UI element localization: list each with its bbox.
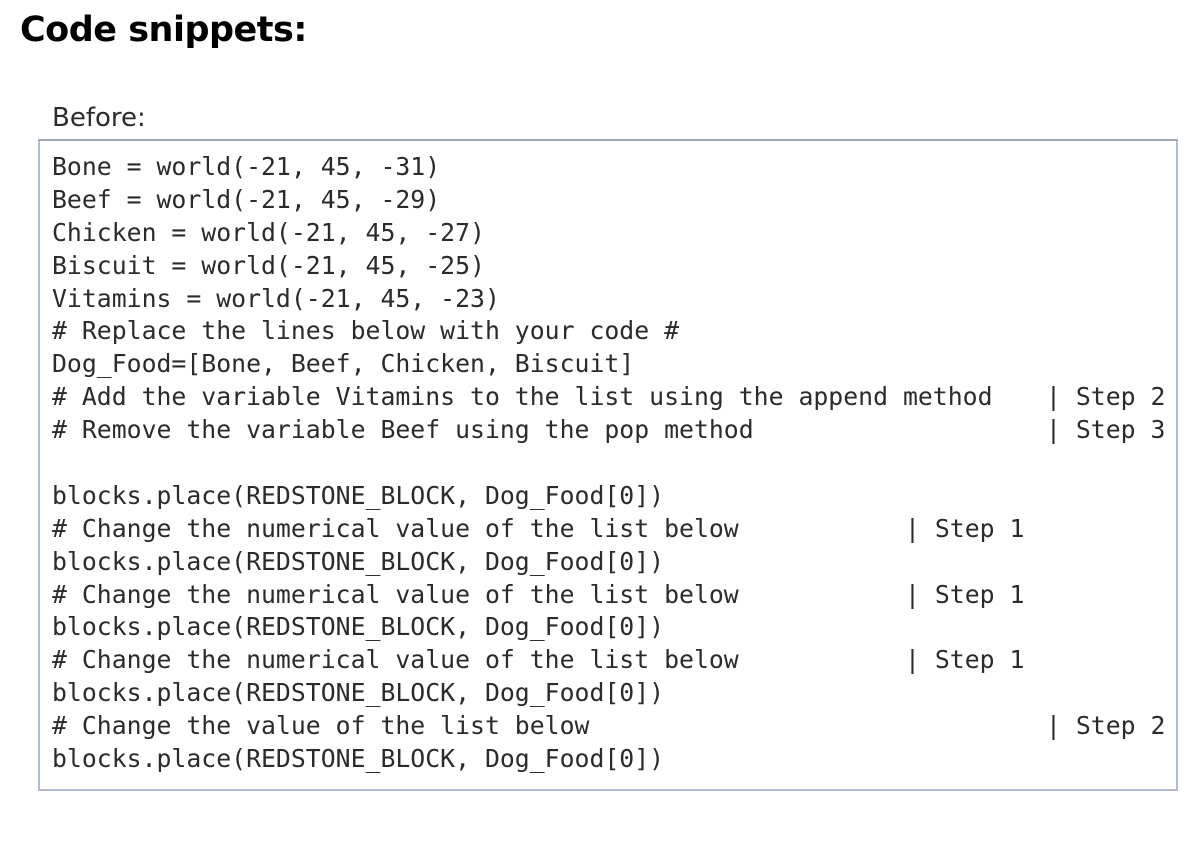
code-line: # Change the value of the list below | S… xyxy=(52,710,1168,743)
code-line-blank xyxy=(52,447,1168,480)
code-line-text: Chicken = world(-21, 45, -27) xyxy=(52,217,485,247)
code-line-text: Dog_Food=[Bone, Beef, Chicken, Biscuit] xyxy=(52,349,635,379)
code-line: # Replace the lines below with your code… xyxy=(52,315,1168,348)
section-divider xyxy=(38,139,1178,141)
code-line-text: blocks.place(REDSTONE_BLOCK, Dog_Food[0]… xyxy=(52,744,665,774)
code-line-text: # Change the value of the list below xyxy=(52,711,590,741)
code-line-text: Beef = world(-21, 45, -29) xyxy=(52,184,441,214)
code-line: blocks.place(REDSTONE_BLOCK, Dog_Food[0]… xyxy=(52,677,1168,710)
step-annotation: | Step 2 xyxy=(1046,382,1166,412)
step-annotation: | Step 1 xyxy=(905,513,1025,543)
code-line: Beef = world(-21, 45, -29) xyxy=(52,184,1168,217)
code-line-text: # Change the numerical value of the list… xyxy=(52,513,739,543)
code-line: Bone = world(-21, 45, -31) xyxy=(52,151,1168,184)
code-line: blocks.place(REDSTONE_BLOCK, Dog_Food[0]… xyxy=(52,743,1168,776)
step-annotation: | Step 2 xyxy=(1046,711,1166,741)
code-line: Biscuit = world(-21, 45, -25) xyxy=(52,250,1168,283)
code-line-text: Bone = world(-21, 45, -31) xyxy=(52,152,441,181)
code-line-text: # Add the variable Vitamins to the list … xyxy=(52,382,993,412)
code-line: Vitamins = world(-21, 45, -23) xyxy=(52,283,1168,316)
code-line-text: # Replace the lines below with your code… xyxy=(52,316,680,346)
section-label-before: Before: xyxy=(52,103,146,133)
code-line-text: # Remove the variable Beef using the pop… xyxy=(52,415,754,445)
code-line-text: blocks.place(REDSTONE_BLOCK, Dog_Food[0]… xyxy=(52,678,665,708)
code-line-text: # Change the numerical value of the list… xyxy=(52,579,739,609)
code-line-text: Vitamins = world(-21, 45, -23) xyxy=(52,283,500,313)
code-line: # Change the numerical value of the list… xyxy=(52,644,1168,677)
code-line: # Remove the variable Beef using the pop… xyxy=(52,414,1168,447)
page-title: Code snippets: xyxy=(20,10,307,50)
code-line-text: blocks.place(REDSTONE_BLOCK, Dog_Food[0]… xyxy=(52,612,665,642)
code-line: blocks.place(REDSTONE_BLOCK, Dog_Food[0]… xyxy=(52,480,1168,513)
code-line: Dog_Food=[Bone, Beef, Chicken, Biscuit] xyxy=(52,348,1168,381)
code-line-text: # Change the numerical value of the list… xyxy=(52,645,739,675)
step-annotation: | Step 1 xyxy=(905,579,1025,609)
code-line-text: Biscuit = world(-21, 45, -25) xyxy=(52,250,485,280)
code-block: Bone = world(-21, 45, -31) Beef = world(… xyxy=(38,141,1178,791)
code-line: # Change the numerical value of the list… xyxy=(52,579,1168,612)
step-annotation: | Step 3 xyxy=(1046,415,1166,445)
code-line-text: blocks.place(REDSTONE_BLOCK, Dog_Food[0]… xyxy=(52,546,665,576)
step-annotation: | Step 1 xyxy=(905,645,1025,675)
code-line: blocks.place(REDSTONE_BLOCK, Dog_Food[0]… xyxy=(52,611,1168,644)
code-lines: Bone = world(-21, 45, -31) Beef = world(… xyxy=(52,151,1168,776)
code-line: # Change the numerical value of the list… xyxy=(52,513,1168,546)
code-line: # Add the variable Vitamins to the list … xyxy=(52,381,1168,414)
code-line: blocks.place(REDSTONE_BLOCK, Dog_Food[0]… xyxy=(52,546,1168,579)
code-line: Chicken = world(-21, 45, -27) xyxy=(52,217,1168,250)
code-line-text: blocks.place(REDSTONE_BLOCK, Dog_Food[0]… xyxy=(52,480,665,510)
